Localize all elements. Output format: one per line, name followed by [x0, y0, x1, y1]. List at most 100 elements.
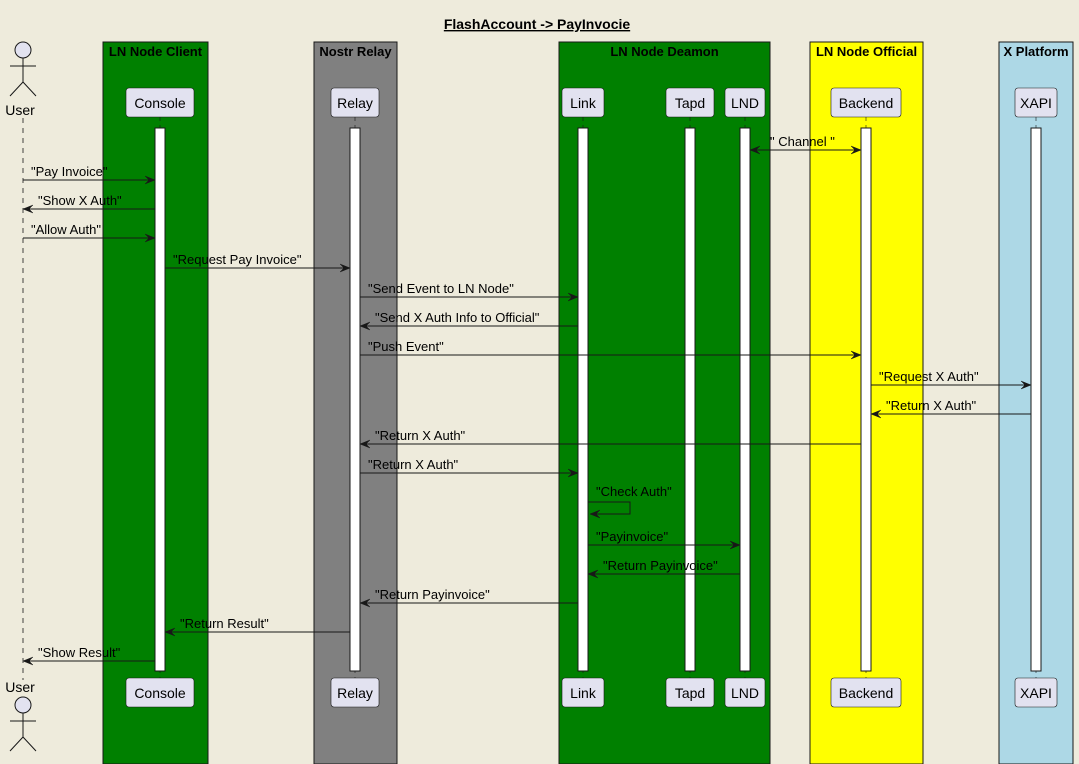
message-label: "Return Payinvoice" — [603, 558, 718, 573]
box-label: LN Node Official — [816, 44, 917, 59]
arrowhead — [567, 468, 579, 478]
message-3: "Show X Auth" — [22, 193, 155, 214]
participant-label: Console — [134, 95, 186, 111]
arrowhead — [359, 598, 371, 608]
arrowhead — [144, 175, 156, 185]
participant-label: Relay — [337, 95, 373, 111]
arrowhead — [870, 409, 882, 419]
actor-user-bottom: User — [5, 679, 37, 752]
message-14: "Payinvoice" — [588, 529, 741, 550]
message-2: "Pay Invoice" — [23, 164, 156, 185]
participant-label: LND — [731, 685, 759, 701]
message-10: "Return X Auth" — [870, 398, 1031, 419]
participant-xapi-top: XAPI — [1014, 87, 1058, 118]
message-label: "Return X Auth" — [886, 398, 977, 413]
participant-label: XAPI — [1020, 95, 1052, 111]
participant-lnd-top: LND — [724, 87, 766, 118]
participant-head — [561, 677, 605, 708]
participant-label: Backend — [839, 685, 893, 701]
message-label: "Send Event to LN Node" — [368, 281, 514, 296]
actor-body — [9, 58, 37, 97]
actor-body — [9, 713, 37, 752]
participant-head — [125, 87, 195, 118]
arrowhead — [22, 204, 34, 214]
arrowhead — [567, 292, 579, 302]
arrowhead — [144, 233, 156, 243]
message-5: "Request Pay Invoice" — [165, 252, 351, 273]
arrowhead — [359, 321, 371, 331]
console-activation-bar — [154, 127, 166, 672]
participant-label: Link — [570, 685, 597, 701]
message-label: "Show Result" — [38, 645, 121, 660]
participant-tapd-top: Tapd — [665, 87, 715, 118]
arrowhead — [589, 509, 601, 519]
message-label: "Allow Auth" — [31, 222, 101, 237]
participant-link-top: Link — [561, 87, 605, 118]
message-13: "Check Auth" — [588, 484, 672, 519]
participant-head — [830, 87, 902, 118]
message-label: "Show X Auth" — [38, 193, 122, 208]
message-4: "Allow Auth" — [23, 222, 156, 243]
arrowhead — [339, 263, 351, 273]
message-label: "Return Result" — [180, 616, 269, 631]
participant-head — [724, 87, 766, 118]
participant-label: Console — [134, 685, 186, 701]
message-11: "Return X Auth" — [359, 428, 861, 449]
actor-head — [14, 41, 32, 59]
participant-label: Relay — [337, 685, 373, 701]
arrowhead — [850, 145, 862, 155]
messages: " Channel " "Pay Invoice" "Show X Auth" "Al… — [22, 134, 1032, 666]
participant-xapi-bottom: XAPI — [1014, 677, 1058, 708]
participant-head — [330, 677, 380, 708]
message-label: "Push Event" — [368, 339, 444, 354]
arrowhead — [22, 656, 34, 666]
arrowhead — [729, 540, 741, 550]
participant-relay-bottom: Relay — [330, 677, 380, 708]
message-label: "Return X Auth" — [368, 457, 459, 472]
actor-user-top: User — [5, 41, 37, 118]
xapi-activation-bar — [1030, 127, 1042, 672]
message-18: "Show Result" — [22, 645, 155, 666]
message-7: "Send X Auth Info to Official" — [359, 310, 578, 331]
arrowhead — [1020, 380, 1032, 390]
box-background — [558, 41, 771, 764]
relay-activation-bar — [349, 127, 361, 672]
participant-lnd-bottom: LND — [724, 677, 766, 708]
arrowhead — [359, 439, 371, 449]
backend-activation-bar — [860, 127, 872, 672]
message-label: "Request Pay Invoice" — [173, 252, 302, 267]
participant-head — [330, 87, 380, 118]
message-label: "Request X Auth" — [879, 369, 979, 384]
box-label: X Platform — [1003, 44, 1068, 59]
actor-head — [14, 696, 32, 714]
participant-console-top: Console — [125, 87, 195, 118]
actor-label: User — [5, 102, 35, 118]
lnd-activation-bar — [739, 127, 751, 672]
participant-label: XAPI — [1020, 685, 1052, 701]
participant-label: LND — [731, 95, 759, 111]
arrowhead — [850, 350, 862, 360]
message-16: "Return Payinvoice" — [359, 587, 578, 608]
participant-head — [1014, 677, 1058, 708]
message-9: "Request X Auth" — [871, 369, 1032, 390]
box-label: Nostr Relay — [319, 44, 392, 59]
participant-head — [724, 677, 766, 708]
participant-head — [1014, 87, 1058, 118]
message-label: "Check Auth" — [596, 484, 672, 499]
participant-backend-top: Backend — [830, 87, 902, 118]
message-label: "Send X Auth Info to Official" — [375, 310, 540, 325]
message-1: " Channel " — [749, 134, 862, 155]
participant-relay-top: Relay — [330, 87, 380, 118]
message-6: "Send Event to LN Node" — [360, 281, 579, 302]
arrowhead — [164, 627, 176, 637]
message-15: "Return Payinvoice" — [587, 558, 740, 579]
message-12: "Return X Auth" — [360, 457, 579, 478]
message-17: "Return Result" — [164, 616, 350, 637]
participant-head — [125, 677, 195, 708]
participants: ConsoleConsoleRelayRelayLinkLinkTapdTapd… — [125, 87, 1058, 708]
participant-label: Link — [570, 95, 597, 111]
participant-head — [830, 677, 902, 708]
